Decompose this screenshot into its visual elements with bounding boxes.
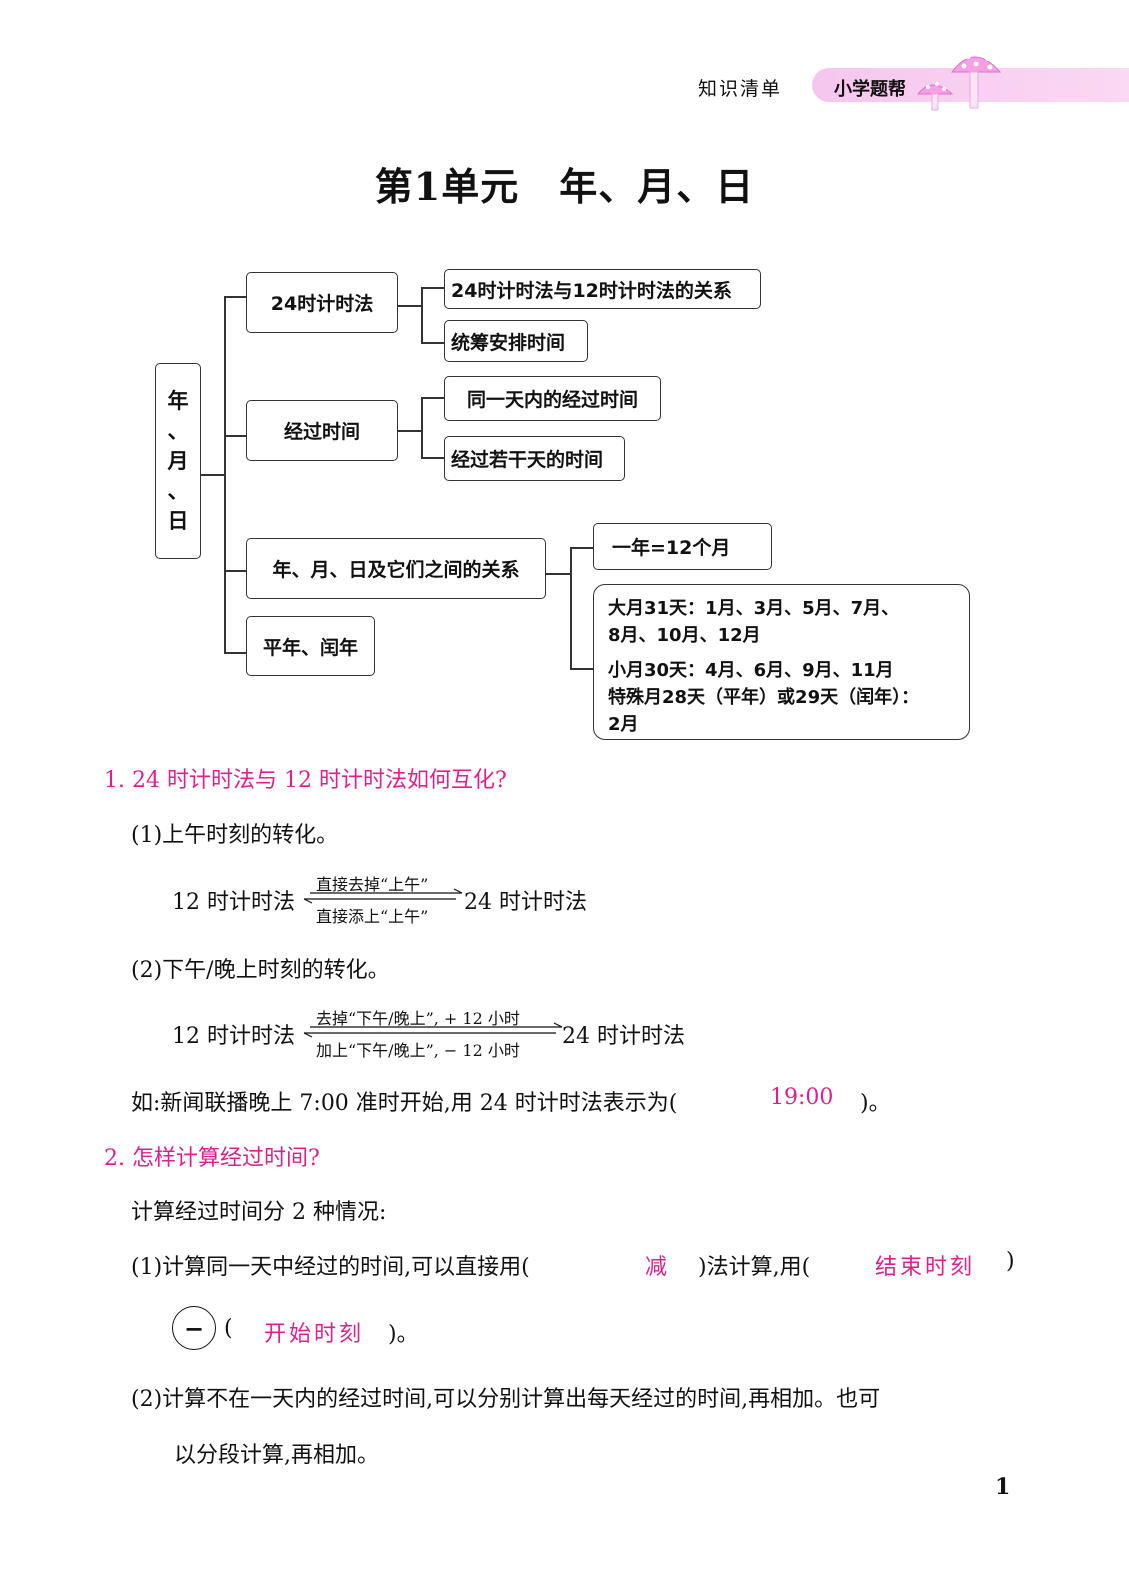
mushroom-icon [916,49,1002,111]
s1b-answer-start-time: 开始时刻 [264,1322,365,1347]
node-year-months: 一年=12个月 [593,523,772,570]
node-ymd: 年、月、日及它们之间的关系 [246,538,546,599]
node-month-days: 大月31天：1月、3月、5月、7月、 8月、10月、12月 小月30天：4月、6… [593,584,970,740]
topic-label: 年、月、日 [559,164,755,209]
brand-label: 小学题帮 [834,79,906,100]
q1-sub2: (2)下午/晚上时刻的转化。 [131,958,390,983]
example-post: )。 [860,1091,891,1116]
node-elapsed: 经过时间 [246,400,398,461]
special-month-line2: 2月 [608,714,639,735]
s1-mid: )法计算,用( [698,1255,811,1280]
q2-heading: 2. 怎样计算经过时间? [104,1146,320,1171]
f1-double-arrow-icon [303,888,463,904]
node-24h: 24时计时法 [246,272,398,333]
section-label: 知识清单 [698,78,783,100]
big-month-line1: 大月31天：1月、3月、5月、7月、 [608,598,900,619]
s1b-post: )。 [388,1322,419,1347]
unit-label: 第1单元 [374,164,520,209]
small-month-line: 小月30天：4月、6月、9月、11月 [608,660,894,681]
f1-top-label: 直接去掉“上午” [316,875,429,894]
node-sameday: 同一天内的经过时间 [444,376,661,421]
node-schedule: 统筹安排时间 [444,320,588,362]
s1-pre: (1)计算同一天中经过的时间,可以直接用( [131,1255,530,1280]
f2-top-label: 去掉“下午/晚上”, + 12 小时 [316,1009,520,1028]
example-answer: 19:00 [770,1085,834,1110]
q1-sub1: (1)上午时刻的转化。 [131,823,339,848]
big-month-line2: 8月、10月、12月 [608,625,761,646]
f2-bottom-label: 加上“下午/晚上”, − 12 小时 [316,1041,520,1060]
f2-left: 12 时计时法 [172,1024,295,1049]
s1-post: ) [1006,1249,1015,1274]
example-pre: 如:新闻联播晚上 7:00 准时开始,用 24 时计时法表示为( [131,1091,678,1116]
mindmap-root: 年、月、日 [155,363,201,559]
f2-right: 24 时计时法 [562,1024,685,1049]
s2-line1: (2)计算不在一天内的经过时间,可以分别计算出每天经过的时间,再相加。也可 [131,1387,881,1412]
f1-bottom-label: 直接添上“上午” [316,907,429,926]
f2-double-arrow-icon [303,1022,563,1038]
q1-heading: 1. 24 时计时法与 12 时计时法如何互化? [104,768,507,793]
s1b-pre: ( [224,1316,233,1341]
q2-intro: 计算经过时间分 2 种情况: [131,1200,387,1225]
page-title: 第1单元年、月、日 [0,156,1129,211]
f1-left: 12 时计时法 [172,890,295,915]
node-multiday: 经过若干天的时间 [444,436,625,481]
f1-right: 24 时计时法 [464,890,587,915]
s2-line2: 以分段计算,再相加。 [174,1443,379,1468]
minus-circle: − [172,1306,216,1350]
s1-answer-end-time: 结束时刻 [875,1255,976,1280]
page-number: 1 [995,1474,1011,1500]
node-leap: 平年、闰年 [246,616,375,676]
node-relation: 24时计时法与12时计时法的关系 [444,269,761,309]
special-month-line1: 特殊月28天（平年）或29天（闰年）： [608,687,920,708]
s1-answer-subtract: 减 [645,1255,668,1280]
